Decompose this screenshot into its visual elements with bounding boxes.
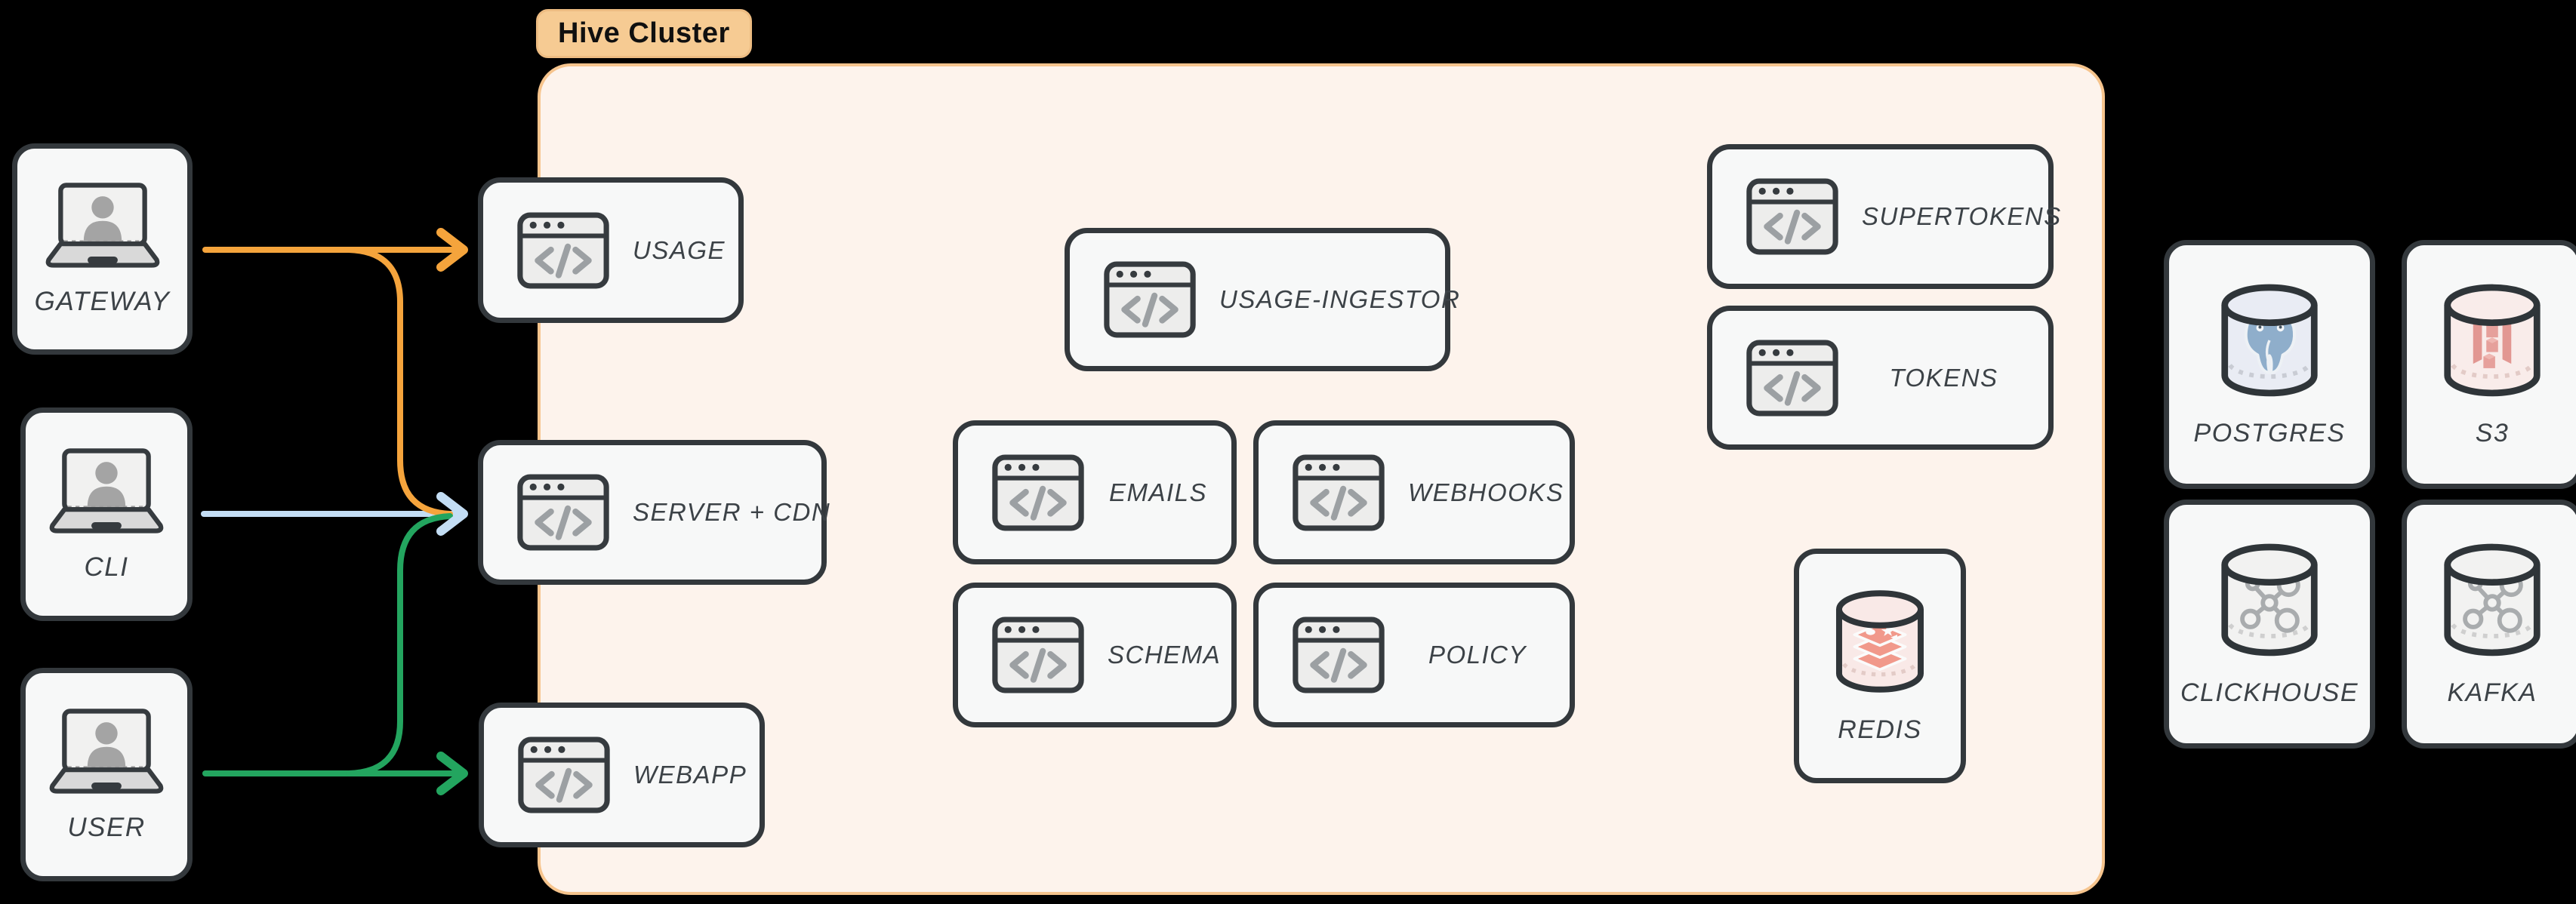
service-label-webapp: WEBAPP xyxy=(633,761,747,789)
db-label-s3: S3 xyxy=(2475,418,2510,447)
redis-database-cylinder-icon xyxy=(1833,587,1927,696)
arrowhead-usage xyxy=(436,228,468,272)
service-label-emails: EMAILS xyxy=(1108,478,1208,506)
service-node-usage-ingestor: USAGE-INGESTOR xyxy=(1065,228,1459,371)
service-node-webapp: WEBAPP xyxy=(479,703,765,847)
db-node-postgres: POSTGRES xyxy=(2164,240,2375,489)
browser-code-window-icon xyxy=(517,736,611,813)
db-label-clickhouse: CLICKHOUSE xyxy=(2180,678,2359,707)
arrow-gateway-branch-to-server xyxy=(346,247,453,517)
laptop-user-icon xyxy=(43,707,170,796)
db-node-kafka: KAFKA xyxy=(2402,500,2576,749)
service-node-emails: EMAILS xyxy=(953,420,1237,564)
service-label-server-cdn: SERVER + CDN xyxy=(633,498,831,526)
service-label-supertokens: SUPERTOKENS xyxy=(1862,202,2062,230)
arrowhead-webapp xyxy=(436,752,468,795)
client-label-cli: CLI xyxy=(84,552,129,582)
client-label-user: USER xyxy=(67,812,146,842)
service-node-usage: USAGE xyxy=(478,177,744,323)
browser-code-window-icon xyxy=(1746,340,1839,417)
arrowhead-server xyxy=(436,492,468,536)
browser-code-window-icon xyxy=(991,617,1085,693)
service-node-webhooks: WEBHOOKS xyxy=(1253,420,1575,564)
db-label-redis: REDIS xyxy=(1838,715,1922,744)
db-label-postgres: POSTGRES xyxy=(2193,418,2346,447)
clickhouse-database-cylinder-icon xyxy=(2218,541,2321,659)
service-label-usage-ingestor: USAGE-INGESTOR xyxy=(1219,285,1461,313)
client-label-gateway: GATEWAY xyxy=(34,287,171,316)
browser-code-window-icon xyxy=(1103,261,1197,338)
service-node-schema: SCHEMA xyxy=(953,583,1237,727)
browser-code-window-icon xyxy=(1292,454,1385,531)
laptop-user-icon xyxy=(39,181,166,270)
client-node-user: USER xyxy=(20,668,193,881)
browser-code-window-icon xyxy=(991,454,1085,531)
service-label-policy: POLICY xyxy=(1428,641,1527,669)
service-node-supertokens: SUPERTOKENS xyxy=(1707,144,2060,289)
browser-code-window-icon xyxy=(1746,178,1839,255)
db-node-redis: REDIS xyxy=(1794,549,1966,783)
service-label-tokens: TOKENS xyxy=(1889,363,1998,392)
service-node-policy: POLICY xyxy=(1253,583,1575,727)
kafka-database-cylinder-icon xyxy=(2441,541,2544,659)
s3-database-cylinder-icon xyxy=(2441,281,2544,399)
service-node-server-cdn: SERVER + CDN xyxy=(478,440,830,585)
service-node-tokens: TOKENS xyxy=(1707,306,2054,450)
hive-cluster-label: Hive Cluster xyxy=(536,9,752,58)
browser-code-window-icon xyxy=(516,474,610,551)
client-node-gateway: GATEWAY xyxy=(12,143,193,355)
service-label-schema: SCHEMA xyxy=(1108,641,1222,669)
service-label-usage: USAGE xyxy=(633,235,726,264)
browser-code-window-icon xyxy=(1292,617,1385,693)
arrow-user-branch-to-server xyxy=(346,513,453,776)
client-node-cli: CLI xyxy=(20,407,193,621)
service-label-webhooks: WEBHOOKS xyxy=(1408,478,1564,506)
db-label-kafka: KAFKA xyxy=(2447,678,2537,707)
laptop-user-icon xyxy=(43,447,170,536)
postgres-database-cylinder-icon xyxy=(2218,281,2321,399)
db-node-clickhouse: CLICKHOUSE xyxy=(2164,500,2375,749)
db-node-s3: S3 xyxy=(2402,240,2576,489)
browser-code-window-icon xyxy=(516,212,610,289)
